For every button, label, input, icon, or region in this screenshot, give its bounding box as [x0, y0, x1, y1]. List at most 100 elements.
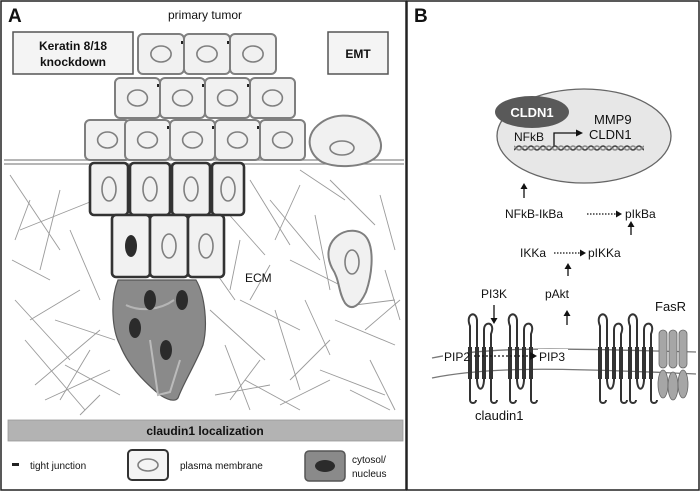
ecm-fiber	[29, 289, 81, 321]
claudin1-protein-4-inner-loop	[636, 378, 645, 390]
legend-tight-junction-swatch	[12, 463, 19, 466]
arrow-to-pikba-head	[627, 221, 635, 227]
cell-nucleus	[142, 176, 158, 202]
dark-nucleus	[125, 235, 137, 257]
claudin1-protein-3-inner-loop	[606, 378, 615, 390]
claudin1-protein-4-helix	[649, 347, 653, 379]
nfkb-ikba-label: NFkB-IkBa	[505, 207, 563, 221]
ecm-fiber	[249, 179, 291, 246]
panel-a-letter: A	[8, 6, 22, 27]
cell-nucleus	[101, 176, 117, 202]
ecm-fiber	[209, 309, 266, 361]
ecm-fiber	[329, 179, 376, 226]
ecm-fiber	[319, 369, 386, 396]
ecm-label: ECM	[245, 271, 272, 285]
claudin1-protein-2-helix	[522, 347, 526, 379]
pikba-label: pIkBa	[625, 207, 656, 221]
cell-nucleus	[216, 89, 239, 107]
claudin1-protein-3-helix	[605, 347, 609, 379]
claudin1-protein-1-helix	[489, 347, 493, 379]
keratin-box-line1: Keratin 8/18	[39, 39, 107, 53]
fasr-receptor	[657, 329, 689, 401]
ecm-fiber	[364, 299, 401, 331]
claudin1-protein-2-helix	[515, 347, 519, 379]
ecm-fiber	[224, 344, 251, 411]
claudin1-protein-3-c-tail	[620, 379, 628, 404]
cell-nucleus	[150, 45, 172, 63]
keratin-box	[12, 31, 134, 75]
legend: tight junction plasma membrane cytosol/ …	[12, 449, 386, 482]
ecm-fiber	[289, 259, 341, 286]
claudin1-protein-2-n-tail	[509, 379, 517, 404]
ecm-fiber	[304, 299, 331, 356]
ecm-fiber	[314, 214, 331, 291]
claudin1-protein-4-helix	[635, 347, 639, 379]
claudin1-protein-4-helix	[628, 347, 632, 379]
arrow-ikba-phospho-head	[616, 210, 622, 218]
claudin1-protein-4-helix	[642, 347, 646, 379]
claudin1-protein-4-n-tail	[629, 379, 637, 404]
claudin1-protein-1-loop2	[483, 322, 494, 347]
claudin1-protein-1-helix	[468, 347, 472, 379]
ecm-fiber	[379, 194, 396, 251]
claudin1-protein-1-c-tail	[490, 379, 498, 404]
claudin1-protein-2-helix	[508, 347, 512, 379]
pathway-arrows	[490, 183, 635, 325]
dna-helix	[514, 144, 644, 152]
cell-nucleus	[242, 45, 264, 63]
ecm-fiber	[274, 184, 301, 241]
claudin1-protein-1-helix	[475, 347, 479, 379]
nfkb-label: NFkB	[514, 130, 544, 144]
fasr-label: FasR	[655, 299, 686, 314]
claudin1-protein-1-inner-loop	[476, 378, 485, 390]
ecm-fiber	[354, 299, 396, 306]
claudin1-protein-1-n-tail	[469, 379, 477, 404]
ecm-fiber	[224, 209, 266, 256]
cytosol-region	[112, 279, 207, 401]
localization-bar-label: claudin1 localization	[146, 424, 263, 438]
emt-box-label: EMT	[345, 47, 371, 61]
claudin1-protein-2-inner-loop	[516, 378, 525, 390]
panel-b-letter: B	[414, 6, 428, 27]
pikka-label: pIKKa	[588, 246, 621, 260]
arrow-ikka-phospho-head	[580, 249, 586, 257]
ecm-fiber	[54, 319, 116, 341]
localization-bar	[7, 419, 404, 442]
ecm-fiber	[214, 384, 271, 396]
legend-plasma-membrane: plasma membrane	[180, 461, 263, 472]
cell-nucleus	[171, 89, 194, 107]
ecm-fiber	[11, 259, 51, 281]
claudin1-protein-3-loop2	[613, 322, 624, 347]
legend-cytosol-line1: cytosol/	[352, 455, 386, 466]
claudin1-label: claudin1	[475, 408, 523, 423]
panel-a-frame	[0, 0, 407, 491]
cell-membrane-inner	[431, 368, 697, 379]
cldn1-gene-label: CLDN1	[589, 127, 632, 142]
pip3-label: PIP3	[539, 350, 565, 364]
claudin1-protein-2-loop2	[523, 322, 534, 347]
claudin1-protein-4-loop1	[627, 313, 638, 347]
panel-b-frame	[406, 0, 700, 491]
ecm-fiber	[79, 394, 101, 416]
claudin1-protein-1-helix	[482, 347, 486, 379]
ecm-fiber	[44, 369, 111, 401]
cell-nucleus	[220, 176, 236, 202]
keratin-box-line2: knockdown	[40, 55, 106, 69]
emt-box	[327, 31, 389, 75]
claudin1-protein-2-c-tail	[530, 379, 538, 404]
claudin1-protein-3-n-tail	[599, 379, 607, 404]
promoter-arrow	[553, 132, 576, 146]
cell-nucleus	[161, 233, 177, 259]
cldn1-badge	[495, 96, 569, 128]
claudin1-protein-3-helix	[612, 347, 616, 379]
ecm-fiber	[14, 299, 71, 361]
ecm-fiber	[289, 339, 331, 381]
ecm-fiber	[349, 389, 391, 411]
ecm-fiber	[64, 364, 121, 396]
cell-nucleus	[181, 131, 204, 149]
ecm-fiber	[279, 379, 331, 406]
cell-nucleus	[96, 131, 119, 149]
ecm-fiber	[39, 189, 61, 271]
cytosol-nucleus	[144, 290, 156, 310]
